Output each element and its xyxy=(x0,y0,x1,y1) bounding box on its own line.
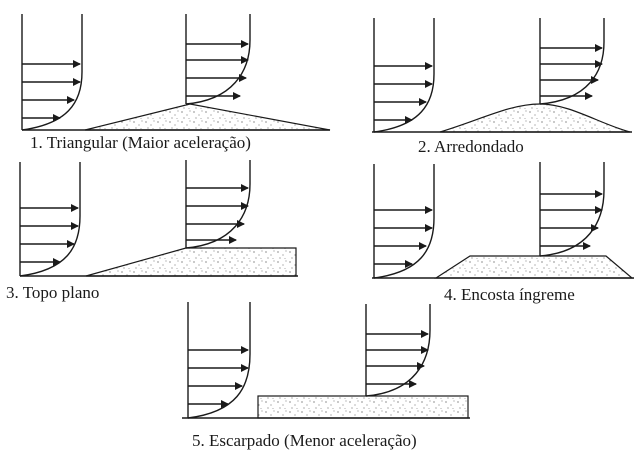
hill-rounded xyxy=(440,104,630,132)
caption-encosta-ingreme: 4. Encosta íngreme xyxy=(444,285,575,304)
upstream-wind-profile xyxy=(374,164,434,278)
hill-steep-slope xyxy=(436,256,632,278)
panel-encosta-ingreme: 4. Encosta íngreme xyxy=(372,162,634,304)
panel-triangular: 1. Triangular (Maior aceleração) xyxy=(22,14,330,152)
crest-wind-profile xyxy=(366,304,430,396)
upstream-wind-profile xyxy=(188,302,250,418)
panel-topo-plano: 3. Topo plano xyxy=(6,160,298,302)
upstream-wind-profile xyxy=(20,162,80,276)
caption-triangular: 1. Triangular (Maior aceleração) xyxy=(30,133,251,152)
caption-escarpado: 5. Escarpado (Menor aceleração) xyxy=(192,431,417,450)
panel-arredondado: 2. Arredondado xyxy=(372,18,632,156)
hill-escarpment xyxy=(258,396,468,418)
caption-topo-plano: 3. Topo plano xyxy=(6,283,99,302)
caption-arredondado: 2. Arredondado xyxy=(418,137,524,156)
upstream-wind-profile xyxy=(374,18,434,132)
panel-escarpado: 5. Escarpado (Menor aceleração) xyxy=(182,302,470,450)
crest-wind-profile xyxy=(540,18,604,104)
hill-flat-top xyxy=(86,248,296,276)
crest-wind-profile xyxy=(186,160,250,248)
hill-triangular xyxy=(85,104,330,130)
crest-wind-profile xyxy=(540,162,604,256)
crest-wind-profile xyxy=(186,14,250,104)
upstream-wind-profile xyxy=(22,14,82,130)
